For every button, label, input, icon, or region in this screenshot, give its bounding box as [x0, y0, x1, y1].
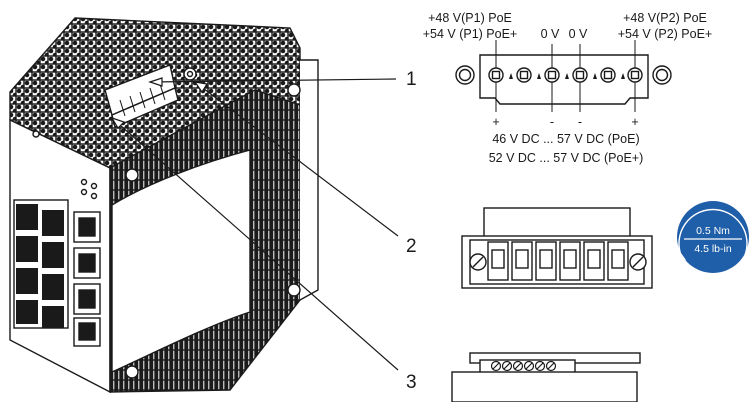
leader-line-2 [194, 81, 399, 237]
torque-imperial: 4.5 lb-in [694, 243, 732, 255]
terminal-block-top-view [451, 352, 641, 402]
polarity-mark-1: + [492, 115, 499, 129]
torque-badge: 0.5 Nm 4.5 lb-in [676, 201, 749, 273]
pin-contacts [488, 67, 643, 83]
polarity-mark-3: - [578, 115, 582, 129]
mount-hole-bottom-right [287, 283, 301, 297]
rj45-port-block [13, 199, 69, 329]
leader-line-1 [149, 78, 397, 83]
range-poe: 46 V DC ... 57 V DC (PoE) [492, 132, 639, 146]
connector-body-front [479, 54, 649, 105]
mount-hole-top-right [287, 83, 301, 97]
label-p1-poe-plus: +54 V (P1) PoE+ [423, 27, 518, 41]
connector-pinout-front [455, 40, 672, 112]
polarity-mark-2: - [550, 115, 554, 129]
terminal-block-front-view [461, 207, 653, 289]
torque-metric: 0.5 Nm [696, 225, 730, 237]
label-zero-v-1: 0 V [541, 27, 560, 41]
device-side-label-band [111, 149, 251, 374]
pin-leader-lines [495, 40, 636, 112]
front-led [32, 130, 40, 138]
switch-device-illustration [9, 17, 319, 394]
callout-leaders [110, 77, 399, 371]
label-p2-poe: +48 V(P2) PoE [623, 11, 707, 25]
sfp-ports [73, 211, 101, 347]
label-p2-poe-plus: +54 V (P2) PoE+ [618, 27, 713, 41]
mount-hole-top-left [125, 168, 139, 182]
range-poe-plus: 52 V DC ... 57 V DC (PoE+) [489, 151, 644, 165]
mount-hole-bottom-left [125, 365, 139, 379]
callout-number-2: 2 [406, 236, 417, 257]
terminal-screw-slots [487, 241, 629, 281]
device-terminal-block [104, 64, 197, 128]
top-view-screws [490, 360, 557, 372]
polarity-mark-4: + [631, 115, 638, 129]
din-rail-bracket [299, 59, 319, 301]
label-zero-v-2: 0 V [569, 27, 588, 41]
leader-line-3 [111, 117, 399, 371]
label-p1-poe: +48 V(P1) PoE [428, 11, 512, 25]
callout-number-3: 3 [406, 372, 417, 393]
callout-number-1: 1 [406, 69, 417, 90]
status-leds [80, 178, 98, 200]
